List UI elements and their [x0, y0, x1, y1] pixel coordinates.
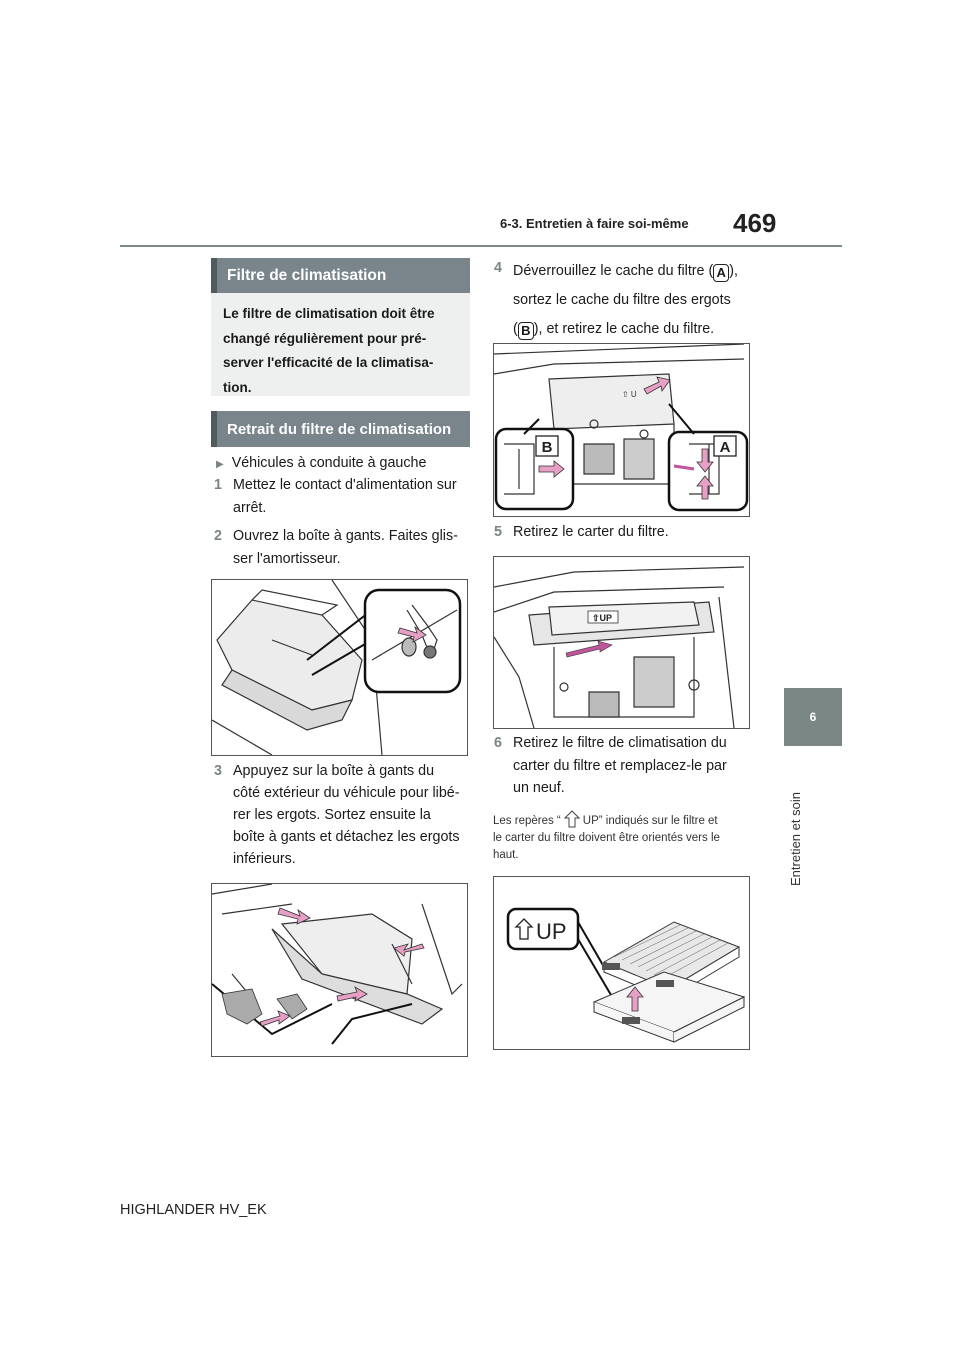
note-line: le carter du filtre doivent être orienté… — [493, 832, 720, 844]
note-text: UP” indiqués sur le filtre et — [582, 815, 718, 827]
intro-line: tion. — [223, 379, 252, 395]
callout-b-label: B — [517, 322, 534, 340]
intro-line: Le filtre de climatisation doit être — [223, 306, 435, 321]
figure-filter-case: ⇧UP — [493, 556, 750, 729]
intro-line: changé régulièrement pour pré- — [223, 330, 427, 346]
banner-title: Filtre de climatisation — [211, 258, 470, 293]
step-number: 2 — [214, 528, 222, 544]
figure-up-label: UP — [536, 919, 567, 944]
up-arrow-icon — [563, 810, 580, 828]
section-heading: 6-3. Entretien à faire soi-même — [500, 216, 689, 231]
step-2: 2 Ouvrez la boîte à gants. Faites glis- … — [214, 525, 474, 571]
step-6: 6 Retirez le filtre de climatisation du … — [494, 732, 764, 800]
step-number: 1 — [214, 477, 222, 493]
step-line: Retirez le filtre de climatisation du — [513, 735, 727, 751]
figure-callout-b: B — [542, 439, 553, 456]
step-1: 1 Mettez le contact d'alimentation sur a… — [214, 474, 474, 520]
figure-glovebox-removal — [211, 883, 468, 1057]
section-title: Retrait du filtre de climatisation — [211, 411, 470, 447]
step-number: 4 — [494, 260, 502, 276]
glovebox-removal-illustration — [211, 883, 463, 1045]
up-mark-note: Les repères “ UP” indiqués sur le filtre … — [493, 810, 755, 864]
step-line: boîte à gants et détachez les ergots — [233, 829, 460, 845]
step-line: ser l'amortisseur. — [233, 551, 341, 567]
step-text: ), et retirez le cache du filtre. — [533, 321, 715, 337]
step-number: 6 — [494, 735, 502, 751]
step-line: arrêt. — [233, 500, 267, 516]
callout-a-label: A — [713, 264, 730, 282]
filter-orientation-illustration: UP — [506, 907, 746, 1043]
note-line: haut. — [493, 849, 519, 861]
chapter-tab: 6 — [784, 688, 842, 746]
figure-callout-a: A — [720, 439, 731, 456]
svg-text:⇧ U: ⇧ U — [622, 390, 637, 399]
header-rule — [120, 245, 842, 247]
step-line: Appuyez sur la boîte à gants du — [233, 763, 435, 779]
step-line: rer les ergots. Sortez ensuite la — [233, 807, 431, 823]
footer-model: HIGHLANDER HV_EK — [120, 1202, 267, 1218]
step-line: Mettez le contact d'alimentation sur — [233, 477, 457, 493]
step-line: Ouvrez la boîte à gants. Faites glis- — [233, 528, 458, 544]
bullet-arrow-icon: ▶ — [216, 459, 224, 470]
chapter-label: Entretien et soin — [778, 756, 818, 886]
chapter-label-text: Entretien et soin — [788, 792, 803, 886]
step-line: inférieurs. — [233, 851, 296, 867]
intro-line: server l'efficacité de la climatisa- — [223, 355, 434, 370]
step-4: 4 Déverrouillez le cache du filtre (A ), … — [494, 257, 764, 344]
step-number: 5 — [494, 524, 502, 540]
bullet-item: ▶ Véhicules à conduite à gauche — [216, 452, 426, 476]
svg-text:⇧UP: ⇧UP — [592, 613, 612, 623]
intro-box: Le filtre de climatisation doit être cha… — [211, 293, 470, 396]
page-number: 469 — [733, 208, 777, 238]
figure-filter-orientation: UP — [493, 876, 750, 1050]
step-line: côté extérieur du véhicule pour libé- — [233, 785, 460, 801]
glovebox-damper-illustration — [211, 579, 462, 756]
step-line: un neuf. — [513, 780, 565, 796]
filter-cover-illustration: ⇧ U B A — [493, 343, 749, 512]
filter-case-illustration: ⇧UP — [493, 566, 745, 729]
note-text: Les repères “ — [493, 815, 561, 827]
step-line: carter du filtre et remplacez-le par — [513, 757, 727, 774]
step-line: sortez le cache du filtre des ergots — [513, 292, 731, 308]
step-line: Retirez le carter du filtre. — [513, 524, 669, 540]
step-5: 5 Retirez le carter du filtre. — [494, 521, 764, 544]
figure-glovebox-damper — [211, 579, 468, 756]
figure-filter-cover: ⇧ U B A — [493, 343, 750, 517]
step-text: ( — [513, 321, 518, 337]
step-3: 3 Appuyez sur la boîte à gants du côté e… — [214, 760, 476, 870]
step-text: ), — [729, 263, 738, 279]
bullet-text: Véhicules à conduite à gauche — [231, 455, 427, 471]
step-text: Déverrouillez le cache du filtre ( — [513, 263, 714, 279]
step-number: 3 — [214, 763, 222, 779]
